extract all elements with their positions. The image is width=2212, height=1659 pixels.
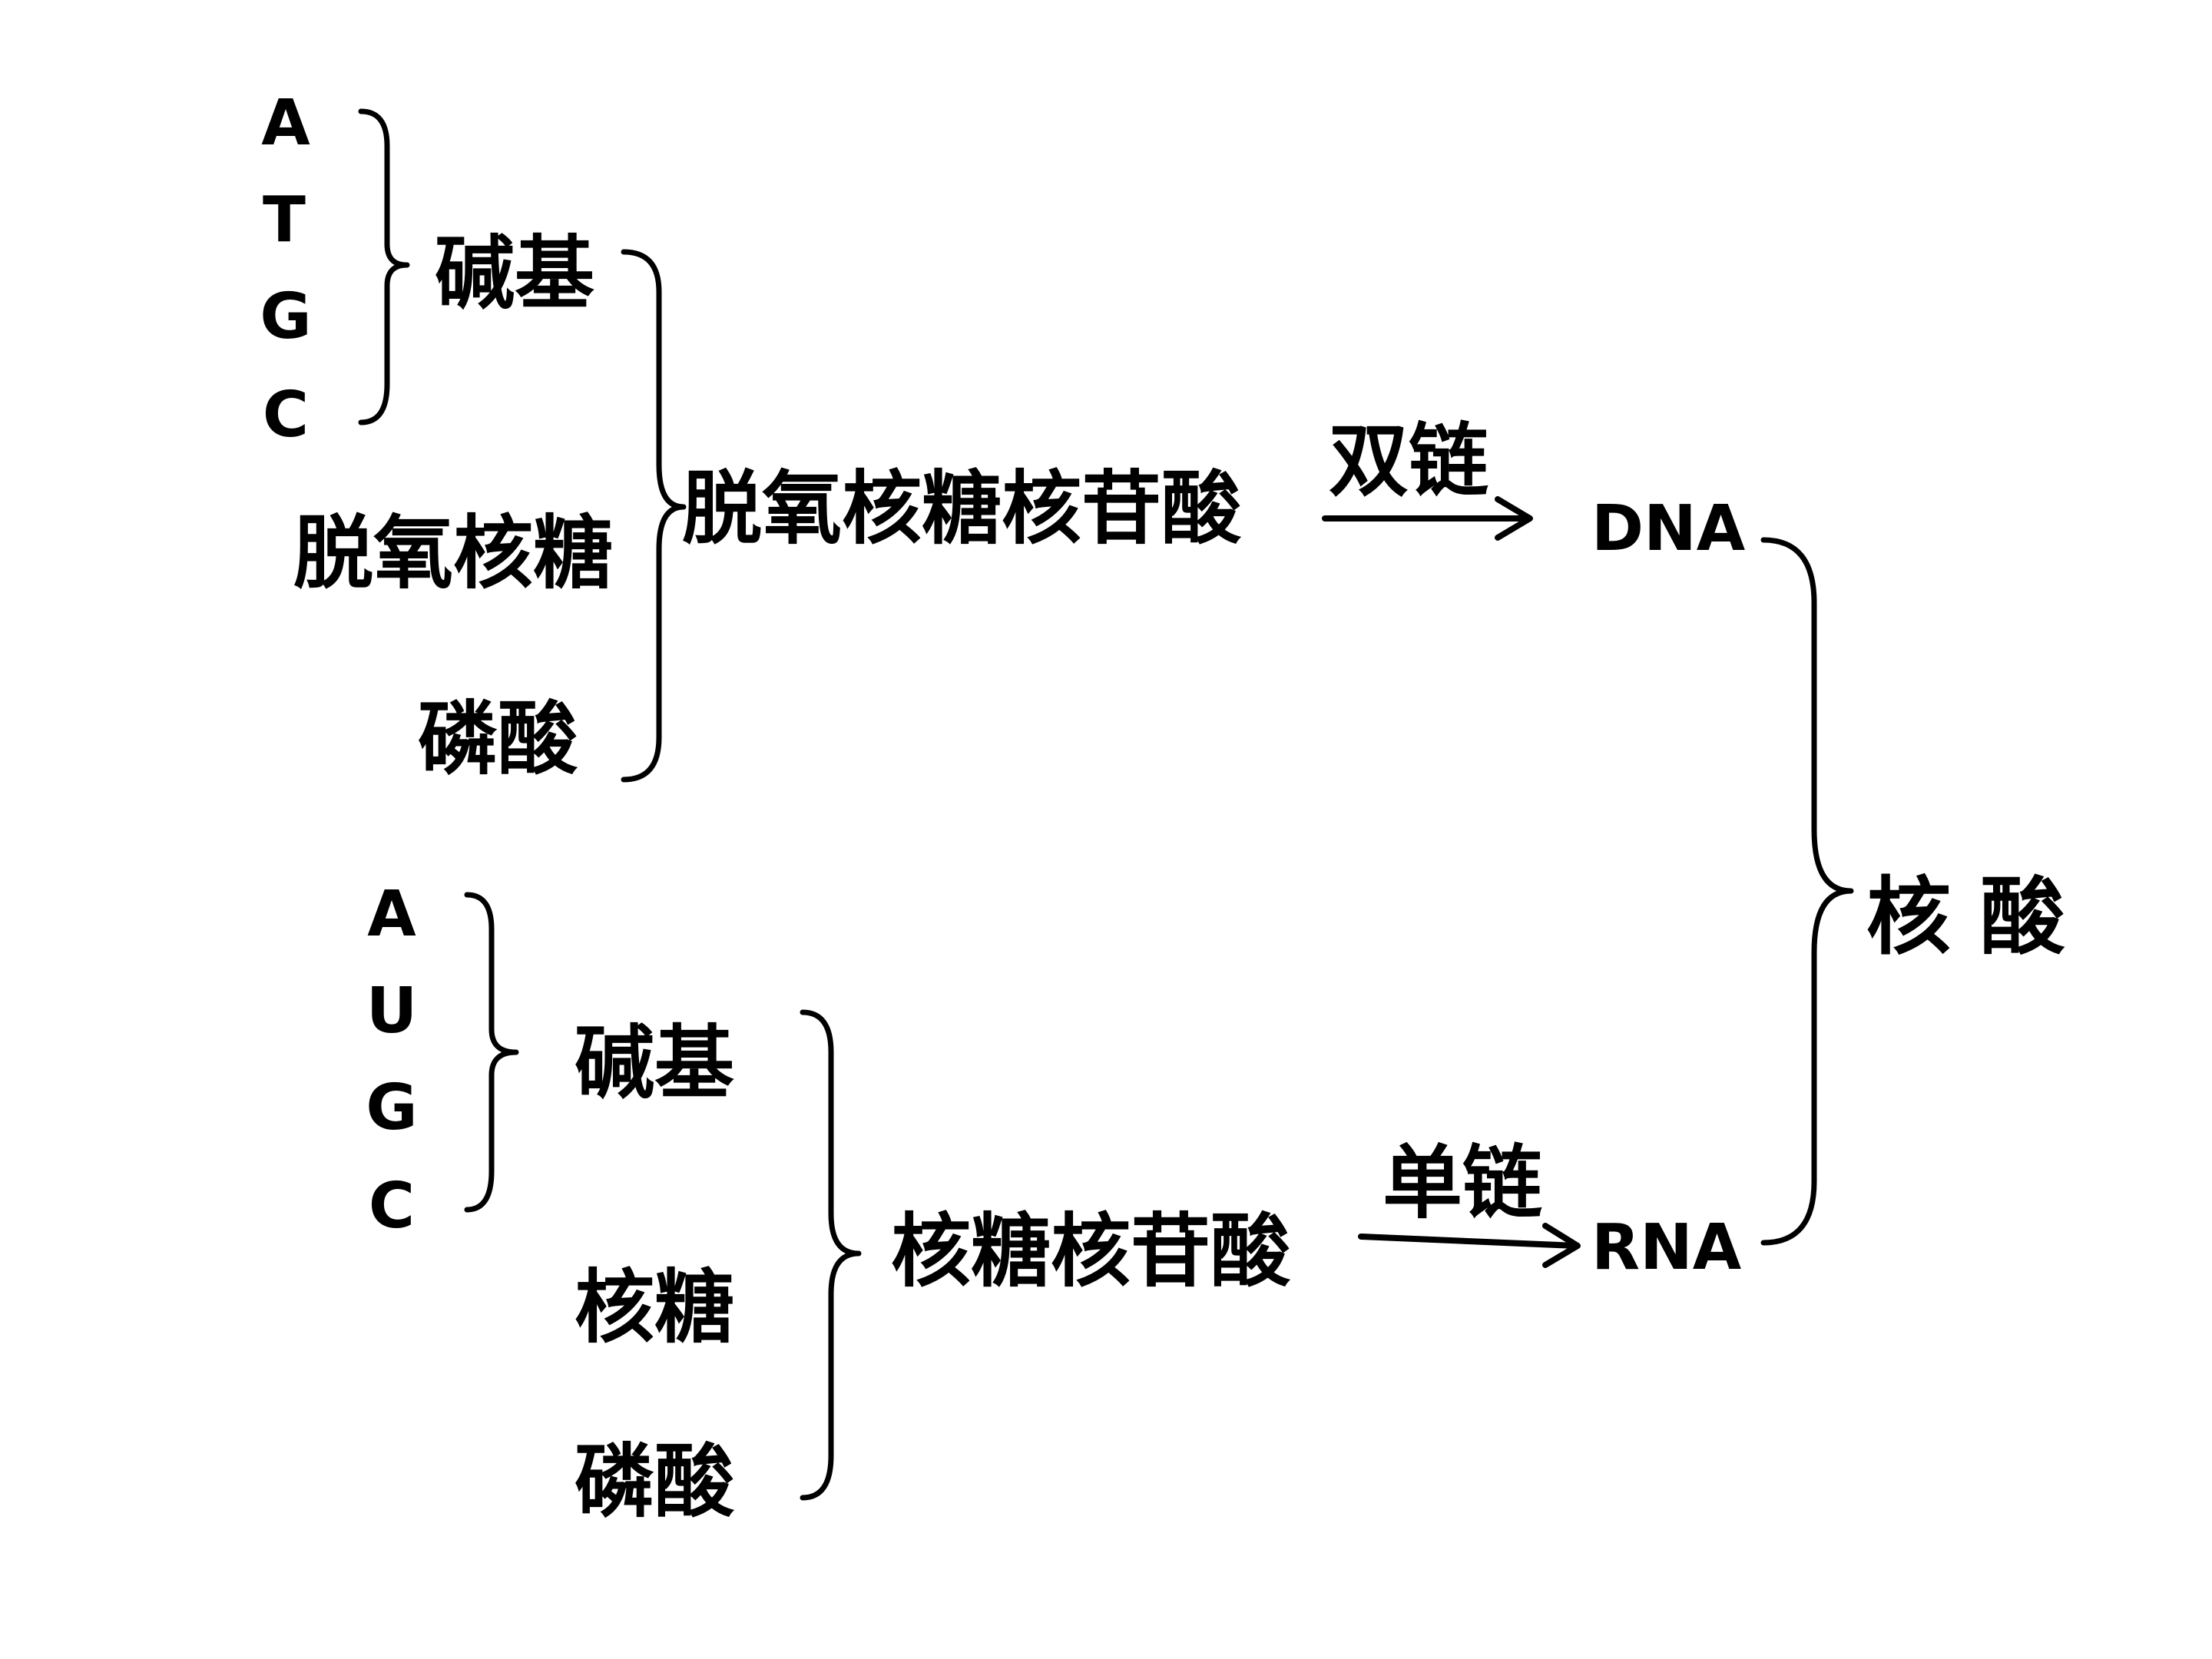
dna-base-a: A bbox=[261, 87, 310, 160]
rna-arrow bbox=[1358, 1233, 1579, 1249]
dna-label: DNA bbox=[1591, 492, 1746, 565]
dna-base-c: C bbox=[263, 379, 309, 452]
rna-strand-label: 单链 bbox=[1382, 1136, 1542, 1230]
dna-nucleotide-label: 脱氧核糖核苷酸 bbox=[682, 462, 1242, 555]
rna-base-group-label: 碱基 bbox=[575, 1016, 734, 1110]
rna-sugar-label: 核糖 bbox=[575, 1260, 734, 1354]
rna-nucleotide-label: 核糖核苷酸 bbox=[891, 1204, 1291, 1298]
dna-strand-label: 双链 bbox=[1329, 414, 1488, 508]
dna-components-brace bbox=[621, 249, 687, 783]
dna-base-group-label: 碱基 bbox=[435, 227, 594, 320]
rna-bases-brace bbox=[464, 892, 519, 1213]
dna-base-g: G bbox=[260, 280, 311, 353]
rna-components-brace bbox=[800, 1009, 862, 1501]
dna-sugar-label: 脱氧核糖 bbox=[293, 506, 613, 600]
dna-base-t: T bbox=[263, 184, 306, 257]
rna-label: RNA bbox=[1591, 1211, 1742, 1284]
nucleic-acid-brace bbox=[1760, 537, 1854, 1246]
nucleic-acid-label: 核 酸 bbox=[1866, 868, 2065, 966]
rna-base-u: U bbox=[366, 975, 418, 1048]
rna-base-g: G bbox=[366, 1071, 417, 1144]
rna-phosphate-label: 磷酸 bbox=[575, 1435, 735, 1528]
rna-base-c: C bbox=[369, 1170, 415, 1243]
rna-base-a: A bbox=[367, 878, 416, 951]
dna-bases-brace bbox=[358, 108, 410, 426]
dna-arrow-head bbox=[1495, 496, 1533, 541]
rna-arrow-head bbox=[1542, 1223, 1581, 1268]
dna-phosphate-label: 磷酸 bbox=[418, 692, 578, 786]
